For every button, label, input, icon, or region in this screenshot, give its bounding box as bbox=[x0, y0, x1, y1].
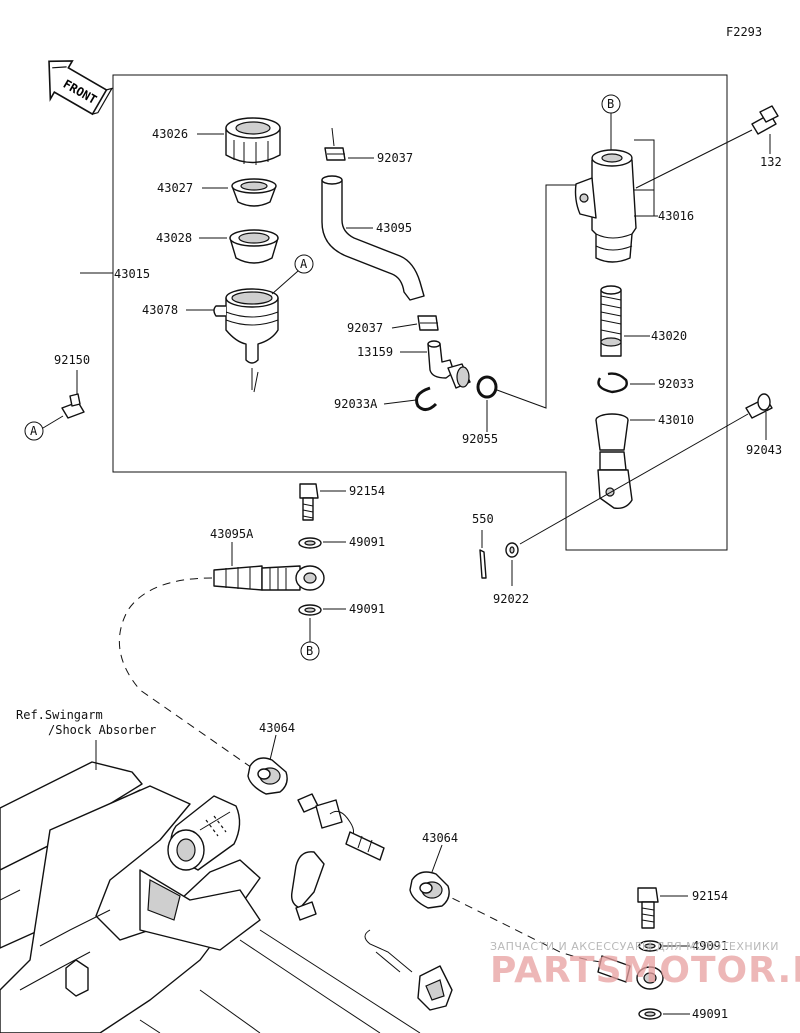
label-92043: 92043 bbox=[746, 443, 782, 457]
part-43026-reservoir-cap bbox=[225, 117, 281, 165]
hose-route-line-2 bbox=[439, 891, 607, 963]
front-arrow-icon: FRONT bbox=[48, 60, 114, 116]
label-92033: 92033 bbox=[658, 377, 694, 391]
label-92150: 92150 bbox=[54, 353, 90, 367]
part-49091-washer-c bbox=[638, 940, 662, 952]
part-43020-piston-spring bbox=[600, 285, 622, 357]
label-43064-a: 43064 bbox=[259, 721, 295, 735]
label-49091-a: 49091 bbox=[349, 535, 385, 549]
callout-a-bolt: A bbox=[24, 415, 64, 441]
label-43010: 43010 bbox=[658, 413, 694, 427]
watermark-brand: PARTSMOTOR.RU bbox=[490, 950, 800, 991]
label-43095: 43095 bbox=[376, 221, 412, 235]
hose-route-line bbox=[118, 577, 256, 771]
part-49091-washer-d bbox=[638, 1008, 662, 1020]
watermark-tagline: ЗАПЧАСТИ И АКСЕССУАРЫ ДЛЯ МОТОТЕХНИКИ bbox=[490, 940, 779, 953]
part-92154-banjo-bolt-top bbox=[299, 483, 319, 521]
part-43016-master-cylinder bbox=[574, 149, 637, 263]
part-43027-diaphragm-plate bbox=[231, 178, 277, 207]
callout-b-hose: B bbox=[300, 618, 320, 661]
label-550: 550 bbox=[472, 512, 494, 526]
figure-code: F2293 bbox=[726, 25, 762, 39]
label-92154-bottom: 92154 bbox=[692, 889, 728, 903]
label-49091-c: 49091 bbox=[692, 939, 728, 953]
watermark-logo: ЗАПЧАСТИ И АКСЕССУАРЫ ДЛЯ МОТОТЕХНИКИ PA… bbox=[490, 940, 800, 991]
part-43095a-brake-hose bbox=[213, 565, 325, 591]
ref-note-line1: Ref.Swingarm bbox=[16, 708, 103, 722]
part-43010-push-rod bbox=[595, 413, 633, 510]
part-92154-banjo-bolt-bottom bbox=[637, 887, 659, 929]
label-43020: 43020 bbox=[651, 329, 687, 343]
label-43095a: 43095A bbox=[210, 527, 254, 541]
part-92043-pin bbox=[745, 393, 773, 419]
callout-a-text-2: A bbox=[30, 424, 38, 438]
label-92154-top: 92154 bbox=[349, 484, 385, 498]
part-92022-washer bbox=[505, 542, 519, 558]
part-43095-reservoir-hose bbox=[321, 175, 425, 301]
part-hose-section bbox=[297, 793, 385, 861]
assembly-frame bbox=[112, 74, 728, 551]
part-550-cotter-pin bbox=[479, 530, 487, 579]
label-92037-top: 92037 bbox=[377, 151, 413, 165]
part-92037-hose-clamp-mid bbox=[417, 315, 439, 331]
callout-b-text: B bbox=[607, 97, 614, 111]
label-43015: 43015 bbox=[114, 267, 150, 281]
label-92055: 92055 bbox=[462, 432, 498, 446]
label-49091-b: 49091 bbox=[349, 602, 385, 616]
part-92150-bolt bbox=[61, 393, 85, 419]
swingarm-reference-drawing bbox=[0, 761, 453, 1033]
label-132: 132 bbox=[760, 155, 782, 169]
part-49091-washer-a bbox=[298, 537, 322, 549]
part-49091-washer-b bbox=[298, 604, 322, 616]
label-13159: 13159 bbox=[357, 345, 393, 359]
callout-a-reservoir: A bbox=[271, 254, 314, 295]
label-43078: 43078 bbox=[142, 303, 178, 317]
callout-b-cylinder: B bbox=[601, 94, 621, 150]
label-49091-d: 49091 bbox=[692, 1007, 728, 1021]
part-43078-reservoir-body bbox=[213, 288, 279, 393]
label-43026: 43026 bbox=[152, 127, 188, 141]
part-92033a-circlip bbox=[415, 386, 438, 411]
part-92037-hose-clamp-top bbox=[324, 127, 346, 161]
part-43064-grommet-a bbox=[247, 757, 288, 795]
label-43064-b: 43064 bbox=[422, 831, 458, 845]
part-lower-hose-end bbox=[597, 955, 664, 990]
part-43064-grommet-b bbox=[409, 871, 450, 909]
callout-b-text-2: B bbox=[306, 644, 313, 658]
label-43028: 43028 bbox=[156, 231, 192, 245]
label-43016: 43016 bbox=[658, 209, 694, 223]
callout-a-text: A bbox=[300, 257, 308, 271]
part-132-mounting-bolt bbox=[751, 105, 779, 135]
part-13159-hose-joint bbox=[427, 340, 471, 389]
ref-note-line2: /Shock Absorber bbox=[48, 723, 156, 737]
part-43028-diaphragm bbox=[229, 229, 279, 264]
label-92037-mid: 92037 bbox=[347, 321, 383, 335]
leader-92055-to-cylinder bbox=[496, 184, 578, 409]
part-92033-circlip bbox=[597, 372, 628, 394]
label-43027: 43027 bbox=[157, 181, 193, 195]
label-92033a: 92033A bbox=[334, 397, 378, 411]
part-92055-o-ring bbox=[476, 375, 498, 399]
label-92022: 92022 bbox=[493, 592, 529, 606]
